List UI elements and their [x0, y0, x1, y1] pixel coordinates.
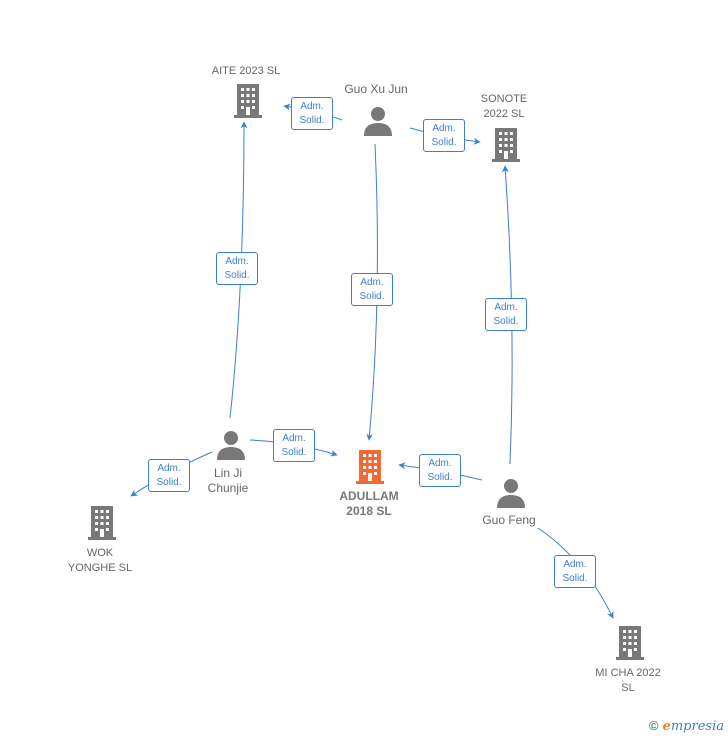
node-label-line: ADULLAM [339, 489, 399, 503]
edge-label-lin-ji-wok[interactable]: Adm. Solid. [148, 459, 190, 492]
edge-label-guo-feng-mi-cha[interactable]: Adm. Solid. [554, 555, 596, 588]
edge-label-lin-ji-aite[interactable]: Adm. Solid. [216, 252, 258, 285]
node-label-line: 2018 SL [346, 504, 392, 518]
edge-label-text: Adm. [563, 559, 587, 570]
node-label-line: MI CHA 2022 [595, 667, 661, 679]
edge-label-text: Solid. [224, 270, 250, 281]
node-label-adullam[interactable]: ADULLAM 2018 SL [339, 489, 398, 519]
building-icon [88, 506, 116, 540]
node-label-line: SONOTE [480, 93, 528, 105]
node-label-aite[interactable]: AITE 2023 SL [211, 65, 281, 77]
edge-label-text: Solid. [493, 316, 519, 327]
building-icon [616, 626, 644, 660]
edge-label-guo-xu-jun-aite[interactable]: Adm. Solid. [291, 97, 333, 130]
person-icon [497, 479, 525, 508]
logo-initial: e [662, 719, 671, 734]
node-label-mi-cha[interactable]: MI CHA 2022 SL [595, 666, 660, 696]
edge-label-guo-feng-sonote[interactable]: Adm. Solid. [485, 298, 527, 331]
node-label-sonote[interactable]: SONOTE 2022 SL [481, 92, 527, 122]
node-label-line: YONGHE SL [67, 562, 133, 574]
node-label-lin-ji-chunjie[interactable]: Lin Ji Chunjie [208, 466, 249, 496]
building-icon [356, 450, 384, 484]
node-label-line: SL [621, 682, 635, 694]
empresia-logo: empresia [663, 719, 724, 734]
person-icon [217, 431, 245, 460]
edge-label-guo-xu-jun-adullam[interactable]: Adm. Solid. [351, 273, 393, 306]
node-label-line: Lin Ji [213, 466, 243, 480]
node-label-guo-feng[interactable]: Guo Feng [482, 513, 536, 527]
node-label-guo-xu-jun[interactable]: Guo Xu Jun [344, 82, 408, 96]
edge-label-text: Adm. [225, 256, 249, 267]
edge-label-text: Adm. [360, 277, 384, 288]
empresia-footer[interactable]: ©empresia [649, 718, 724, 734]
building-icon [492, 128, 520, 162]
edge-label-text: Adm. [282, 433, 306, 444]
edge-label-text: Solid. [359, 291, 385, 302]
copyright-symbol: © [648, 718, 659, 733]
edge-label-text: Adm. [494, 302, 518, 313]
node-label-wok[interactable]: WOK YONGHE SL [68, 546, 132, 576]
edge-label-text: Adm. [157, 463, 181, 474]
edge-label-guo-feng-adullam[interactable]: Adm. Solid. [419, 454, 461, 487]
edge-label-text: Adm. [432, 123, 456, 134]
node-label-line: WOK [86, 547, 114, 559]
edge-label-text: Adm. [300, 101, 324, 112]
edge-label-text: Solid. [299, 115, 325, 126]
edge-label-lin-ji-adullam[interactable]: Adm. Solid. [273, 429, 315, 462]
edge-label-guo-xu-jun-sonote[interactable]: Adm. Solid. [423, 119, 465, 152]
node-label-line: Chunjie [207, 481, 249, 495]
edge-label-text: Solid. [562, 573, 588, 584]
node-label-line: 2022 SL [483, 108, 525, 120]
logo-text: mpresia [670, 719, 724, 734]
edge-label-text: Solid. [431, 137, 457, 148]
edge-label-text: Adm. [428, 458, 452, 469]
edge-label-text: Solid. [156, 477, 182, 488]
building-icon [234, 84, 262, 118]
person-icon [364, 107, 392, 136]
edge-label-text: Solid. [281, 447, 307, 458]
edge-label-text: Solid. [427, 472, 453, 483]
